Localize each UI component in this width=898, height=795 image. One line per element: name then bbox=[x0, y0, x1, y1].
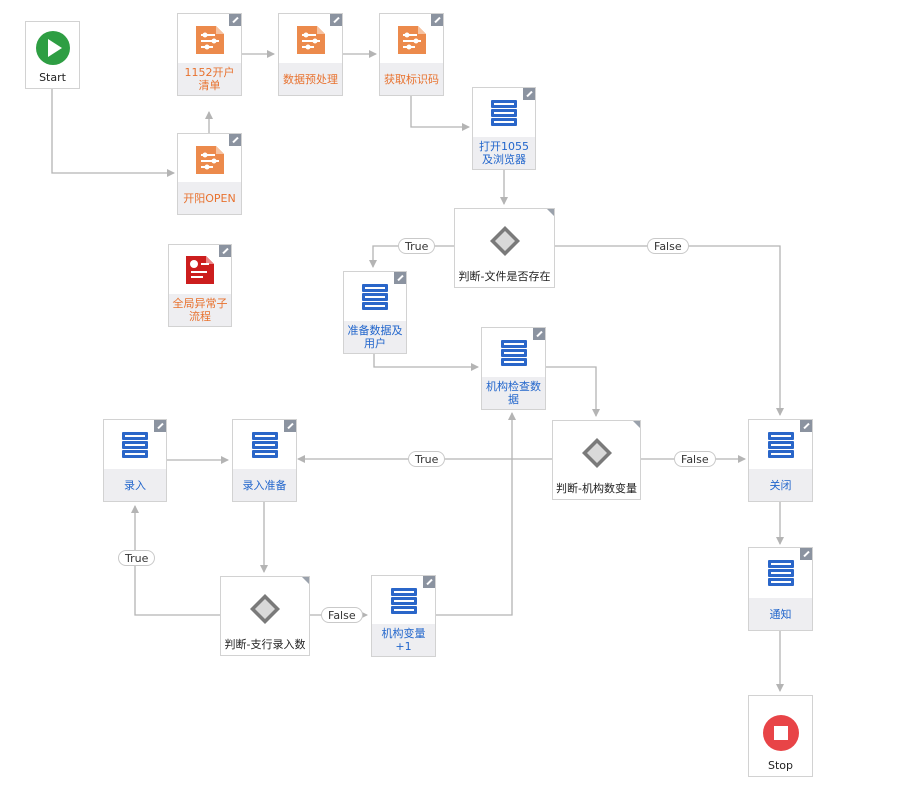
edit-icon[interactable] bbox=[284, 420, 296, 432]
server-icon bbox=[767, 432, 794, 458]
subflow-global-exception-label: 全局异常子流程 bbox=[169, 294, 231, 326]
edit-icon[interactable] bbox=[394, 272, 406, 284]
subflow-icon bbox=[195, 146, 224, 174]
diamond-icon bbox=[489, 226, 520, 256]
branch-false-badge: False bbox=[321, 607, 363, 623]
server-icon bbox=[122, 432, 148, 458]
activity-prepare-data-label: 准备数据及用户 bbox=[344, 321, 406, 353]
subflow-global-exception[interactable]: 全局异常子流程 bbox=[168, 244, 232, 327]
server-icon bbox=[362, 284, 388, 310]
edge-orginc-to-orgcheck bbox=[435, 412, 516, 616]
branch-false-badge: False bbox=[674, 451, 716, 467]
edit-icon[interactable] bbox=[154, 420, 166, 432]
activity-luru-label: 录入 bbox=[104, 469, 166, 501]
activity-open1055[interactable]: 打开1055及浏览器 bbox=[472, 87, 536, 170]
edge-prepare-to-orgcheck bbox=[373, 353, 479, 371]
edit-icon[interactable] bbox=[229, 134, 241, 146]
subflow-icon bbox=[296, 26, 325, 54]
subflow-openopen-label: 开阳OPEN bbox=[178, 182, 241, 214]
decision-org-count[interactable]: 判断-机构数变量 bbox=[552, 420, 641, 500]
activity-luru-prep[interactable]: 录入准备 bbox=[232, 419, 297, 502]
activity-prepare-data[interactable]: 准备数据及用户 bbox=[343, 271, 407, 354]
branch-true-badge: True bbox=[408, 451, 446, 467]
edge-file-false bbox=[554, 245, 784, 416]
edit-icon[interactable] bbox=[523, 88, 535, 100]
activity-org-increment-label: 机构变量+1 bbox=[372, 624, 435, 656]
activity-org-check-label: 机构检查数据 bbox=[482, 377, 545, 409]
server-icon bbox=[390, 588, 417, 614]
subflow-getcode-label: 获取标识码 bbox=[380, 63, 443, 95]
edit-icon[interactable] bbox=[533, 328, 545, 340]
activity-luru-prep-label: 录入准备 bbox=[233, 469, 296, 501]
decision-file-exists-label: 判断-文件是否存在 bbox=[455, 265, 554, 287]
activity-luru[interactable]: 录入 bbox=[103, 419, 167, 502]
decision-file-exists[interactable]: 判断-文件是否存在 bbox=[454, 208, 555, 288]
stop-icon bbox=[762, 715, 799, 751]
decision-branch-count-label: 判断-支行录入数 bbox=[221, 633, 309, 655]
branch-false-badge: False bbox=[647, 238, 689, 254]
start-label: Start bbox=[26, 66, 79, 88]
decision-org-count-label: 判断-机构数变量 bbox=[553, 477, 640, 499]
activity-notify[interactable]: 通知 bbox=[748, 547, 813, 631]
activity-notify-label: 通知 bbox=[749, 598, 812, 630]
activity-close-label: 关闭 bbox=[749, 469, 812, 501]
activity-open1055-label: 打开1055及浏览器 bbox=[473, 137, 535, 169]
stop-label: Stop bbox=[749, 754, 812, 776]
edit-icon[interactable] bbox=[423, 576, 435, 588]
server-icon bbox=[767, 560, 794, 586]
server-icon bbox=[500, 340, 527, 366]
subflow-preprocess[interactable]: 数据预处理 bbox=[278, 13, 343, 96]
branch-true-badge: True bbox=[118, 550, 156, 566]
subflow-1152[interactable]: 1152开户清单 bbox=[177, 13, 242, 96]
subflow-icon bbox=[397, 26, 426, 54]
diamond-icon bbox=[250, 594, 280, 624]
edit-icon[interactable] bbox=[330, 14, 342, 26]
activity-org-check[interactable]: 机构检查数据 bbox=[481, 327, 546, 410]
branch-true-badge: True bbox=[398, 238, 436, 254]
subflow-icon bbox=[195, 26, 224, 54]
corner-marker bbox=[633, 421, 640, 428]
subflow-openopen[interactable]: 开阳OPEN bbox=[177, 133, 242, 215]
subflow-1152-label: 1152开户清单 bbox=[178, 63, 241, 95]
edit-icon[interactable] bbox=[219, 245, 231, 257]
corner-marker bbox=[302, 577, 309, 584]
edge-start-to-openopen bbox=[51, 88, 175, 177]
corner-marker bbox=[547, 209, 554, 216]
edge-branch-true bbox=[131, 505, 221, 616]
edit-icon[interactable] bbox=[800, 548, 812, 560]
edit-icon[interactable] bbox=[800, 420, 812, 432]
start-node[interactable]: Start bbox=[25, 21, 80, 89]
edit-icon[interactable] bbox=[431, 14, 443, 26]
server-icon bbox=[251, 432, 278, 458]
decision-branch-count[interactable]: 判断-支行录入数 bbox=[220, 576, 310, 656]
activity-org-increment[interactable]: 机构变量+1 bbox=[371, 575, 436, 657]
subflow-preprocess-label: 数据预处理 bbox=[279, 63, 342, 95]
stop-node[interactable]: Stop bbox=[748, 695, 813, 777]
exception-flow-icon bbox=[186, 256, 214, 284]
activity-close[interactable]: 关闭 bbox=[748, 419, 813, 502]
subflow-getcode[interactable]: 获取标识码 bbox=[379, 13, 444, 96]
edit-icon[interactable] bbox=[229, 14, 241, 26]
play-icon bbox=[35, 31, 70, 65]
edge-getcode-to-1055 bbox=[410, 96, 470, 131]
server-icon bbox=[491, 100, 517, 126]
edge-orgcheck-to-decision-org bbox=[546, 366, 600, 417]
diamond-icon bbox=[581, 438, 612, 468]
